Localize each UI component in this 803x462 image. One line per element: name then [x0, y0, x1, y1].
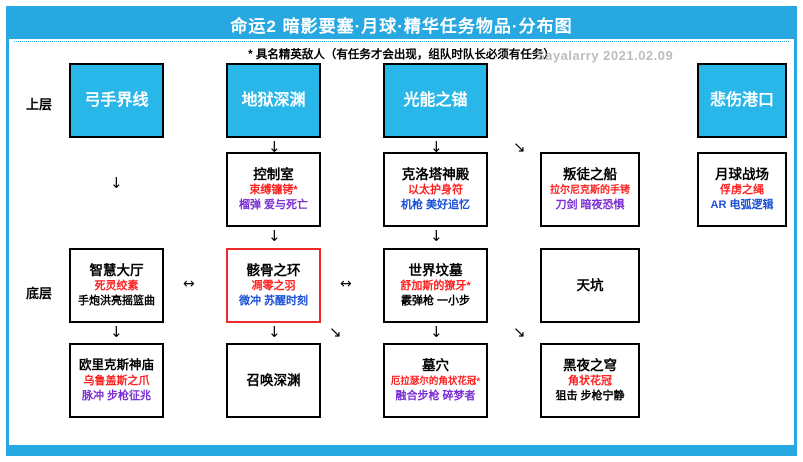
node-wisdom[interactable]: 智慧大厅 死灵绞素 手炮洪亮摇篮曲: [69, 248, 164, 323]
node-item: 乌鲁盖斯之爪: [83, 375, 150, 387]
arrow-down-wisdom-eurys: ↓: [110, 323, 123, 341]
side-label-bottom: 底层: [26, 286, 53, 301]
node-weapon: 机枪 美好追忆: [400, 199, 471, 211]
node-summon[interactable]: 召唤深渊: [226, 343, 321, 418]
node-title: 悲伤港口: [709, 92, 774, 109]
arrow-lr-wisdom-bones: ↔: [183, 276, 195, 292]
node-title: 天坑: [576, 278, 604, 293]
node-title: 控制室: [253, 167, 294, 182]
node-worldtomb[interactable]: 世界坟墓 舒加斯的獠牙* 霰弹枪 一小步: [383, 248, 488, 323]
node-weapon: 脉冲 步枪征兆: [81, 390, 152, 402]
footer-bar: [9, 445, 794, 453]
node-weapon: 刀剑 暗夜恐惧: [555, 199, 625, 211]
node-item: 死灵绞素: [94, 280, 139, 292]
arrow-diag-traitor: ↘: [513, 138, 526, 156]
node-anchor[interactable]: 光能之锚: [383, 63, 488, 138]
node-control[interactable]: 控制室 束缚镰铐* 榴弹 爱与死亡: [226, 152, 321, 227]
arrow-lr-bones-worldtomb: ↔: [340, 276, 352, 292]
arrow-down-crota-worldtomb: ↓: [430, 227, 443, 245]
node-item: 束缚镰铐*: [249, 184, 298, 196]
node-moonbattle[interactable]: 月球战场 俘虏之绳 AR 电弧逻辑: [697, 152, 787, 227]
node-item: 厄拉瑟尔的角状花冠*: [390, 376, 481, 387]
node-weapon: AR 电弧逻辑: [710, 199, 774, 211]
watermark: Sayalarry 2021.02.09: [536, 48, 674, 63]
node-weapon: 狙击 步枪宁静: [555, 390, 625, 402]
node-item: 舒加斯的獠牙*: [400, 280, 471, 292]
node-item: 拉尔尼克斯的手铐: [550, 185, 630, 196]
node-darknight[interactable]: 黑夜之穹 角状花冠 狙击 步枪宁静: [540, 343, 640, 418]
node-weapon: 手炮洪亮摇篮曲: [78, 295, 155, 307]
arrow-down-archer-wisdom: ↓: [110, 174, 123, 192]
node-item: 凋零之羽: [251, 280, 296, 292]
arrow-diag-darknight: ↘: [513, 323, 526, 341]
node-item: 以太护身符: [408, 184, 463, 196]
node-item: 角状花冠: [568, 375, 612, 387]
node-title: 召唤深渊: [246, 373, 301, 388]
node-title: 月球战场: [715, 167, 769, 182]
node-title: 世界坟墓: [408, 263, 463, 278]
node-title: 智慧大厅: [89, 263, 144, 278]
arrow-down-hellmouth-control: ↓: [268, 138, 281, 156]
outer-frame: [6, 6, 797, 456]
note-text: * 具名精英敌人（有任务才会出现，组队时队长必须有任务）: [248, 49, 555, 61]
node-title: 骸骨之环: [246, 263, 301, 278]
node-weapon: 榴弹 爱与死亡: [238, 199, 309, 211]
node-tomb[interactable]: 墓穴 厄拉瑟尔的角状花冠* 融合步枪 碎梦者: [383, 343, 488, 418]
node-title: 克洛塔神殿: [401, 167, 470, 182]
node-title: 墓穴: [422, 358, 449, 373]
node-crota[interactable]: 克洛塔神殿 以太护身符 机枪 美好追忆: [383, 152, 488, 227]
node-weapon: 融合步枪 碎梦者: [395, 390, 476, 402]
node-title: 光能之锚: [403, 92, 468, 109]
node-title: 黑夜之穹: [563, 358, 617, 373]
arrow-down-control-bones: ↓: [268, 227, 281, 245]
node-bones[interactable]: 骸骨之环 凋零之羽 微冲 苏醒时刻: [226, 248, 321, 323]
node-title: 欧里克斯神庙: [78, 358, 154, 372]
node-archer[interactable]: 弓手界线: [69, 63, 164, 138]
node-hellmouth[interactable]: 地狱深渊: [226, 63, 321, 138]
node-weapon: 霰弹枪 一小步: [400, 295, 471, 307]
arrow-down-worldtomb-tomb: ↓: [430, 323, 443, 341]
arrow-down-bones-summon: ↓: [268, 323, 281, 341]
node-sorrows[interactable]: 悲伤港口: [697, 63, 787, 138]
page-title: 命运2 暗影要塞·月球·精华任务物品·分布图: [9, 9, 794, 39]
node-title: 地狱深渊: [241, 92, 306, 109]
node-item: 俘虏之绳: [720, 184, 764, 196]
node-title: 叛徒之船: [563, 167, 617, 182]
title-divider: [14, 41, 789, 42]
node-title: 弓手界线: [84, 92, 149, 109]
arrow-diag-summon-tomb: ↘: [329, 323, 342, 341]
node-pit[interactable]: 天坑: [540, 248, 640, 323]
node-eurys[interactable]: 欧里克斯神庙 乌鲁盖斯之爪 脉冲 步枪征兆: [69, 343, 164, 418]
node-traitor[interactable]: 叛徒之船 拉尔尼克斯的手铐 刀剑 暗夜恐惧: [540, 152, 640, 227]
side-label-top: 上层: [26, 97, 53, 112]
arrow-down-anchor-crota: ↓: [430, 138, 443, 156]
node-weapon: 微冲 苏醒时刻: [238, 295, 309, 307]
